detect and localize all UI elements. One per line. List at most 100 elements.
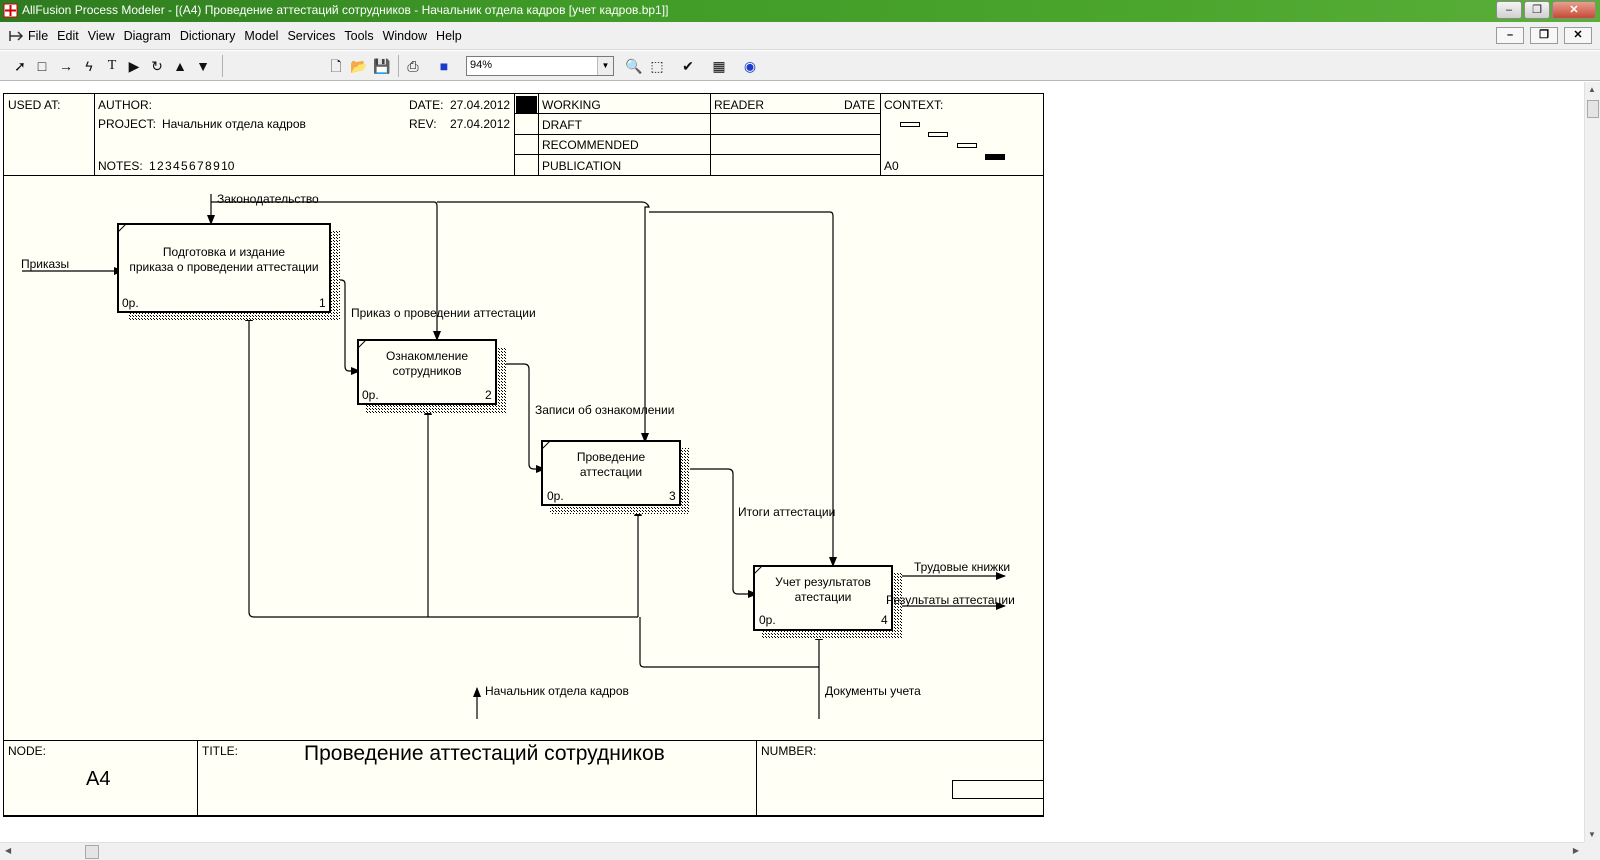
- date-label: DATE:: [409, 98, 444, 112]
- activity-4-line1: Учет результатов: [775, 575, 871, 589]
- horizontal-scrollbar[interactable]: ◀ ▶: [0, 842, 1584, 860]
- spellcheck-icon[interactable]: ✔: [682, 58, 694, 74]
- arrow-label-order: Приказ о проведении аттестации: [351, 306, 536, 320]
- menu-dictionary[interactable]: Dictionary: [179, 29, 236, 43]
- globe-icon[interactable]: ◉: [743, 58, 757, 74]
- activity-1-line2: приказа о проведении аттестации: [129, 260, 319, 274]
- context-box-4: [985, 154, 1005, 160]
- menu-diagram[interactable]: Diagram: [123, 29, 171, 43]
- arrow-label-out-results: Результаты аттестации: [886, 593, 1015, 607]
- text-tool-icon[interactable]: T: [107, 58, 117, 73]
- activity-1-cost: 0р.: [122, 296, 139, 310]
- zoom-combobox[interactable]: 94% ▼: [466, 56, 614, 76]
- rotate-icon[interactable]: ↻: [151, 58, 163, 74]
- arrow-label-orders: Приказы: [21, 257, 70, 271]
- activity-box-2[interactable]: [357, 339, 506, 413]
- document-icon[interactable]: [8, 29, 24, 43]
- toolbar-separator: [398, 55, 399, 77]
- activity-4-cost: 0р.: [759, 613, 776, 627]
- window-close-button[interactable]: ✕: [1552, 1, 1596, 19]
- activity-box-4[interactable]: [753, 565, 902, 639]
- menu-edit[interactable]: Edit: [57, 29, 79, 43]
- menu-help[interactable]: Help: [436, 29, 462, 43]
- chevron-down-icon[interactable]: ▼: [597, 57, 613, 75]
- scroll-left-icon[interactable]: ◀: [5, 846, 12, 855]
- rev-value: 27.04.2012: [450, 117, 511, 131]
- model-explorer-icon[interactable]: ▦: [712, 58, 726, 74]
- activity-3-line1: Проведение: [576, 450, 646, 464]
- activity-box-1[interactable]: [117, 223, 340, 320]
- rev-label: REV:: [409, 117, 437, 131]
- window-minimize-button[interactable]: –: [1496, 1, 1522, 19]
- activity-2-line2: сотрудников: [392, 364, 462, 378]
- window-restore-button[interactable]: ❐: [1524, 1, 1550, 19]
- open-folder-icon[interactable]: 📂: [350, 58, 368, 74]
- vertical-scrollbar[interactable]: ▲ ▼: [1584, 82, 1600, 842]
- context-label: CONTEXT:: [884, 98, 944, 112]
- idef0-diagram-frame: USED AT: AUTHOR: PROJECT: Начальник отде…: [3, 93, 1044, 817]
- activity-box-3[interactable]: [541, 440, 690, 514]
- pointer-tool-icon[interactable]: ➚: [14, 58, 26, 74]
- arrow-mechanism-feedback: [245, 311, 638, 618]
- box-tool-icon[interactable]: □: [37, 58, 47, 74]
- activity-4-line2: атестации: [794, 590, 852, 604]
- arrow-label-books: Трудовые книжки: [914, 560, 1011, 574]
- scroll-down-icon[interactable]: ▼: [1588, 830, 1596, 839]
- context-node: A0: [884, 159, 899, 173]
- context-box-3: [957, 143, 977, 148]
- squiggle-tool-icon[interactable]: ϟ: [85, 58, 93, 74]
- activity-3-line2: аттестации: [579, 465, 643, 479]
- node-value: A4: [86, 768, 111, 790]
- zoom-fit-icon[interactable]: ⬚: [650, 58, 664, 74]
- go-down-icon[interactable]: ▼: [196, 58, 210, 74]
- reader-label: READER: [714, 98, 765, 112]
- activity-1-number: 1: [319, 296, 326, 310]
- print-icon[interactable]: ⎙: [407, 58, 419, 74]
- title-bar: AllFusion Process Modeler - [(A4) Провед…: [0, 0, 1600, 22]
- status-recommended: RECOMMENDED: [542, 138, 639, 152]
- activity-3-cost: 0р.: [547, 489, 564, 503]
- scroll-up-icon[interactable]: ▲: [1588, 85, 1596, 94]
- activity-3-number: 3: [669, 489, 676, 503]
- save-icon[interactable]: 💾: [373, 58, 391, 74]
- working-status-marker: [516, 96, 537, 114]
- document-minimize-button[interactable]: –: [1496, 27, 1524, 44]
- menu-model[interactable]: Model: [244, 29, 279, 43]
- menu-tools[interactable]: Tools: [344, 29, 374, 43]
- vertical-scroll-thumb[interactable]: [1587, 100, 1599, 118]
- toolbar: ➚ □ → ϟ T ▶ ↻ ▲ ▼ 🗋 📂 💾 ⎙ ■ 94% ▼ 🔍 ⬚ ✔ …: [0, 51, 1600, 81]
- node-label: NODE:: [8, 744, 47, 758]
- go-up-icon[interactable]: ▲: [173, 58, 187, 74]
- activity-2-line1: Ознакомление: [385, 349, 469, 363]
- window-title: AllFusion Process Modeler - [(A4) Провед…: [22, 3, 669, 17]
- new-file-icon[interactable]: 🗋: [330, 58, 342, 74]
- play-icon[interactable]: ▶: [128, 58, 140, 74]
- activity-4-number: 4: [881, 613, 888, 627]
- activity-4-label: Учет результатов атестации: [754, 575, 892, 605]
- document-close-button[interactable]: ✕: [1564, 27, 1592, 44]
- activity-1-label: Подготовка и издание приказа о проведени…: [118, 245, 330, 275]
- number-cell: [756, 740, 1044, 817]
- arrow-label-head: Начальник отдела кадров: [485, 684, 629, 698]
- menu-services[interactable]: Services: [287, 29, 336, 43]
- toolbar-separator: [222, 55, 223, 77]
- menu-view[interactable]: View: [87, 29, 115, 43]
- color-icon[interactable]: ■: [439, 58, 449, 74]
- notes-value: 1 2 3 4 5 6 7 8 9 10: [149, 159, 235, 173]
- arrow-tool-icon[interactable]: →: [59, 58, 73, 74]
- context-box-2: [928, 132, 948, 137]
- menu-window[interactable]: Window: [382, 29, 428, 43]
- status-working: WORKING: [542, 98, 601, 112]
- reader-date-label: DATE: [844, 98, 876, 112]
- zoom-value: 94%: [470, 59, 493, 71]
- arrow-label-docs: Документы учета: [825, 684, 921, 698]
- arrow-label-legislation: Законодательство: [217, 192, 319, 206]
- activity-3-label: Проведение аттестации: [542, 450, 680, 480]
- arrow-records: [500, 363, 546, 473]
- horizontal-scroll-thumb[interactable]: [85, 845, 99, 859]
- zoom-in-icon[interactable]: 🔍: [625, 58, 643, 74]
- scroll-right-icon[interactable]: ▶: [1572, 846, 1579, 855]
- document-restore-button[interactable]: ❐: [1530, 27, 1558, 44]
- menu-file[interactable]: File: [28, 29, 49, 43]
- project-value: Начальник отдела кадров: [162, 117, 306, 131]
